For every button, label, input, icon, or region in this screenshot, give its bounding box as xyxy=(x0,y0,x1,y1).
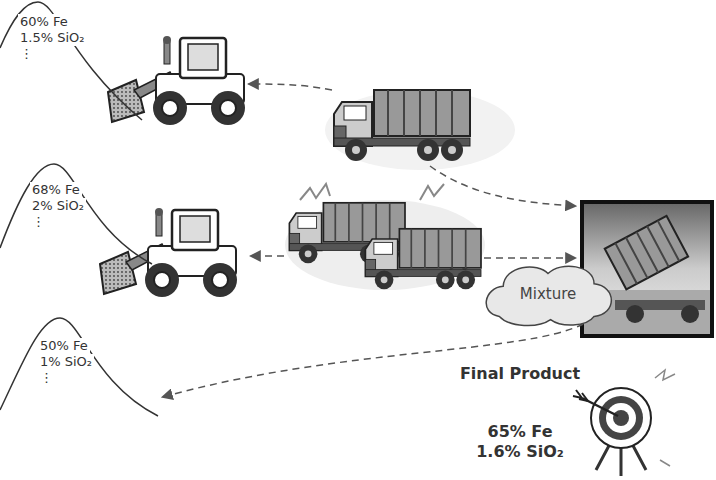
mixture-cloud: Mixture xyxy=(484,262,612,326)
grade-text: 68% Fe xyxy=(30,182,82,198)
stockpile: 60% Fe1.5% SiO₂⋮ xyxy=(0,0,142,122)
grade-text: ⋮ xyxy=(38,370,55,386)
stockpile: 68% Fe2% SiO₂⋮ xyxy=(0,160,152,266)
grade-text: 60% Fe xyxy=(18,14,70,30)
grade-text: 1% SiO₂ xyxy=(38,354,94,370)
grade-text: 50% Fe xyxy=(38,338,90,354)
product-label: 1.6% SiO₂ xyxy=(476,442,564,461)
product-label: Final Product xyxy=(460,364,580,383)
node-label: Mixture xyxy=(520,285,576,303)
product-label: 65% Fe xyxy=(488,422,553,441)
grade-text: ⋮ xyxy=(30,214,47,230)
grade-text: 1.5% SiO₂ xyxy=(18,30,86,46)
stockpile: 50% Fe1% SiO₂⋮ xyxy=(0,314,158,418)
grade-text: ⋮ xyxy=(18,46,35,62)
flow-arrow xyxy=(162,324,583,397)
grade-text: 2% SiO₂ xyxy=(30,198,86,214)
